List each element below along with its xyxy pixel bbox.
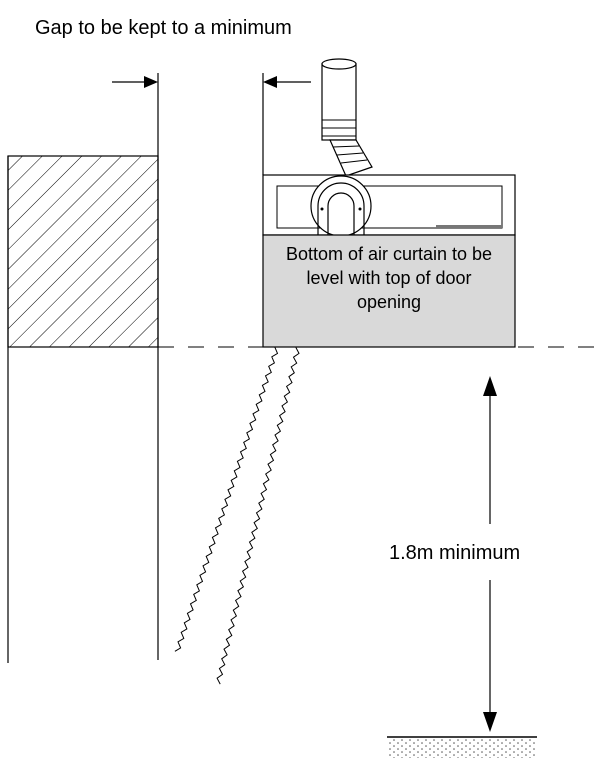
- fan-outer-ring: [310, 175, 372, 237]
- floor-texture: [387, 738, 537, 758]
- unit-note-box: Bottom of air curtain to be level with t…: [263, 235, 515, 321]
- unit-vent-strip: [436, 225, 502, 228]
- air-stream-line-right: [216, 347, 300, 685]
- fan-loop-inner: [327, 192, 355, 235]
- wall-section: [7, 73, 159, 663]
- hatched-wall: [7, 155, 159, 348]
- gap-arrow-left-head: [144, 76, 158, 88]
- height-note: 1.8m minimum: [387, 541, 523, 565]
- height-arrow-bottom-head: [483, 712, 497, 732]
- pipe-elbow: [329, 139, 373, 177]
- unit-note: Bottom of air curtain to be level with t…: [285, 244, 493, 312]
- gap-note: Gap to be kept to a minimum: [35, 17, 292, 39]
- floor: [387, 736, 537, 758]
- height-dimension: [483, 376, 497, 732]
- air-stream-line-left: [174, 347, 279, 652]
- gap-arrow-right-head: [263, 76, 277, 88]
- air-stream: [174, 347, 300, 685]
- unit-label-panel: [262, 234, 516, 348]
- flue-pipe: [321, 58, 373, 177]
- fan-loop-outer: [317, 182, 365, 235]
- gap-dimension: [112, 73, 311, 175]
- height-arrow-top-head: [483, 376, 497, 396]
- pipe-top-opening: [321, 58, 357, 70]
- air-curtain-unit: [262, 174, 516, 348]
- pipe-upper: [321, 63, 357, 141]
